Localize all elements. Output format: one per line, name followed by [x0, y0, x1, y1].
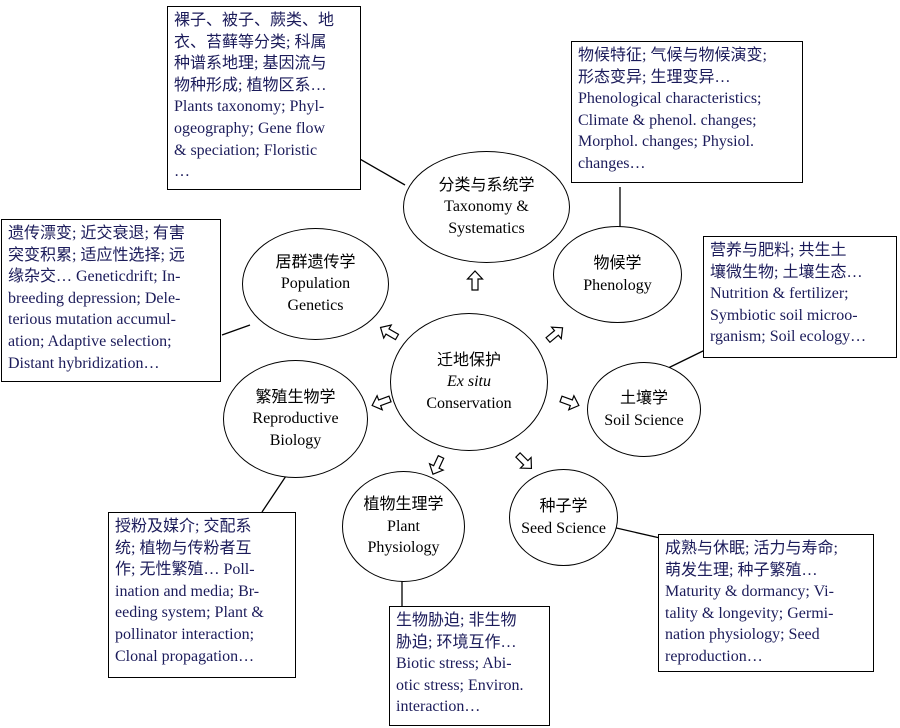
seed-description-line: reproduction… — [665, 647, 763, 665]
physiology-description-line: Biotic stress; Abi- — [396, 655, 512, 673]
phenology-description-line: 物候特征; 气候与物候演变; — [578, 47, 767, 64]
arrow-to-seed — [515, 452, 533, 470]
population-description-line: 突变积累; 适应性选择; 远 — [8, 246, 185, 264]
taxonomy-zh-label: 分类与系统学 — [438, 176, 535, 194]
reproductive-description-line: pollinator interaction; — [115, 625, 255, 643]
taxonomy-en-label: Taxonomy & — [444, 198, 529, 216]
taxonomy-description-line: & speciation; Floristic — [174, 141, 318, 159]
arrow-to-physiology — [428, 454, 445, 476]
reproductive-description-line: 作; 无性繁殖… Poll- — [115, 561, 255, 579]
taxonomy-description-line: 物种形成; 植物区系… — [174, 76, 327, 94]
population-description-line: 遗传漂变; 近交衰退; 有害 — [8, 225, 185, 242]
arrow-to-soil — [559, 394, 580, 411]
soil-description-box: 营养与肥料; 共生土 壤微生物; 土壤生态… Nutrition & ferti… — [703, 236, 897, 358]
reproductive-description-line: ination and media; Br- — [115, 582, 260, 600]
seed-description-line: 萌发生理; 种子繁殖… — [665, 561, 818, 579]
taxonomy-description-box: 裸子、被子、蕨类、地 衣、苔藓等分类; 科属 种谱系地理; 基因流与 物种形成;… — [167, 6, 361, 190]
physiology-description-line: 胁迫; 环境互作… — [396, 633, 517, 651]
connector-seed — [611, 526, 661, 539]
population-zh-label: 居群遗传学 — [275, 253, 356, 271]
taxonomy-description-line: 裸子、被子、蕨类、地 — [174, 12, 335, 29]
physiology-description-line: 生物胁迫; 非生物 — [396, 612, 517, 629]
reproductive-description-line: eeding system; Plant & — [115, 604, 264, 622]
soil-description-line: 营养与肥料; 共生土 — [710, 242, 847, 259]
soil-zh-label: 土壤学 — [619, 390, 668, 407]
reproductive-description-line: 统; 植物与传粉者互 — [115, 539, 252, 557]
center-conservation-node: 迁地保护 Ex situ Conservation — [390, 313, 548, 451]
seed-description-box: 成熟与休眠; 活力与寿命; 萌发生理; 种子繁殖… Maturity & dor… — [658, 534, 874, 672]
seed-node: 种子学 Seed Science — [509, 469, 618, 566]
arrow-to-reproductive — [371, 394, 392, 411]
reproductive-description-line: 授粉及媒介; 交配系 — [115, 518, 252, 535]
soil-description-line: 壤微生物; 土壤生态… — [710, 263, 863, 281]
taxonomy-node: 分类与系统学 Taxonomy & Systematics — [403, 151, 570, 263]
taxonomy-description-line: Plants taxonomy; Phyl- — [174, 98, 325, 116]
soil-description-line: Symbiotic soil microo- — [710, 306, 858, 324]
physiology-description-line: otic stress; Environ. — [396, 676, 524, 694]
center-ex-situ-label: Ex situ — [447, 373, 491, 391]
phenology-description-line: 形态变异; 生理变异… — [578, 68, 731, 86]
taxonomy-description-line: 种谱系地理; 基因流与 — [174, 55, 327, 73]
population-description-line: 缘杂交… Geneticdrift; In- — [8, 268, 181, 286]
population-description-box: 遗传漂变; 近交衰退; 有害 突变积累; 适应性选择; 远 缘杂交… Genet… — [1, 219, 221, 382]
soil-description-line: Nutrition & fertilizer; — [710, 285, 849, 303]
arrow-to-population — [379, 324, 400, 341]
soil-description-line: rganism; Soil ecology… — [710, 328, 867, 346]
phenology-description-line: Morphol. changes; Physiol. — [578, 133, 754, 151]
seed-description-line: Maturity & dormancy; Vi- — [665, 583, 834, 601]
phenology-node: 物候学 Phenology — [553, 226, 682, 323]
population-description-line: breeding depression; Dele- — [8, 289, 181, 307]
soil-node: 土壤学 Soil Science — [587, 362, 701, 457]
physiology-en-label: Physiology — [367, 539, 440, 557]
phenology-description-box: 物候特征; 气候与物候演变; 形态变异; 生理变异… Phenological … — [571, 41, 803, 183]
seed-en-label: Seed Science — [521, 519, 606, 537]
seed-description-line: tality & longevity; Germi- — [665, 604, 834, 622]
reproductive-en-label: Reproductive — [252, 410, 339, 428]
population-en-label: Population — [280, 275, 351, 293]
center-en-label: Conservation — [426, 394, 512, 412]
taxonomy-description-line: ogeography; Gene flow — [174, 119, 326, 137]
phenology-en-label: Phenology — [583, 276, 652, 294]
taxonomy-en-label: Systematics — [448, 219, 525, 237]
physiology-en-label: Plant — [387, 517, 420, 535]
seed-description-line: 成熟与休眠; 活力与寿命; — [665, 540, 838, 557]
population-description-line: Distant hybridization… — [8, 354, 160, 372]
population-description-line: terious mutation accumul- — [8, 311, 176, 329]
arrow-to-phenology — [545, 326, 564, 344]
arrow-to-taxonomy — [466, 270, 484, 291]
seed-description-line: nation physiology; Seed — [665, 626, 820, 644]
population-description-line: ation; Adaptive selection; — [8, 332, 172, 350]
physiology-description-box: 生物胁迫; 非生物 胁迫; 环境互作… Biotic stress; Abi- … — [389, 606, 550, 726]
reproductive-en-label: Biology — [269, 431, 322, 449]
physiology-description-line: interaction… — [396, 698, 481, 716]
connector-population — [221, 324, 251, 336]
soil-en-label: Soil Science — [604, 411, 684, 429]
phenology-description-line: changes… — [578, 154, 646, 172]
phenology-zh-label: 物候学 — [593, 255, 642, 272]
reproductive-zh-label: 繁殖生物学 — [255, 388, 336, 406]
population-node: 居群遗传学 Population Genetics — [242, 228, 389, 340]
reproductive-description-line: Clonal propagation… — [115, 647, 255, 665]
phenology-description-line: Climate & phenol. changes; — [578, 111, 757, 129]
physiology-zh-label: 植物生理学 — [363, 496, 444, 514]
seed-zh-label: 种子学 — [539, 498, 588, 515]
taxonomy-description-line: 衣、苔藓等分类; 科属 — [174, 33, 327, 51]
center-zh-label: 迁地保护 — [436, 351, 501, 369]
physiology-node: 植物生理学 Plant Physiology — [342, 471, 465, 582]
population-en-label: Genetics — [287, 296, 344, 314]
phenology-description-line: Phenological characteristics; — [578, 90, 762, 108]
reproductive-description-box: 授粉及媒介; 交配系 统; 植物与传粉者互 作; 无性繁殖… Poll- ina… — [108, 512, 296, 678]
reproductive-node: 繁殖生物学 Reproductive Biology — [223, 360, 368, 478]
taxonomy-description-line: … — [174, 163, 190, 181]
